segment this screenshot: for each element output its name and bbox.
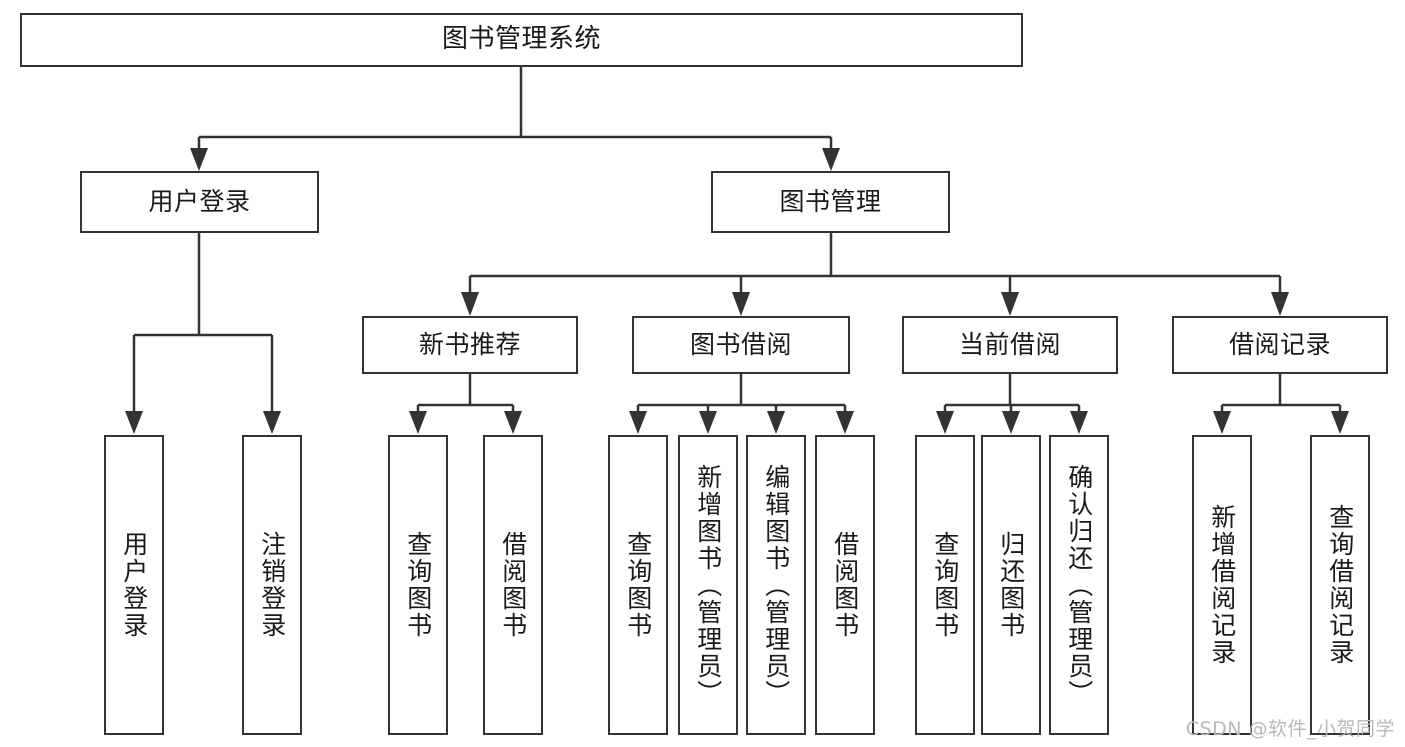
node-leaf-query-book-rec[interactable]: 查询图书 — [388, 435, 448, 735]
node-leaf-borrow-book-label: 借阅图书 — [830, 531, 860, 639]
node-leaf-confirm-return-admin-label: 确认归还（管理员） — [1064, 463, 1094, 707]
csdn-watermark: CSDN @软件_小贺同学 — [1185, 718, 1395, 740]
node-leaf-borrow-book[interactable]: 借阅图书 — [815, 435, 875, 735]
connector-bookmanage-to-level3 — [461, 233, 1289, 316]
node-book-borrow[interactable]: 图书借阅 — [632, 316, 850, 374]
node-leaf-add-borrow-record-label: 新增借阅记录 — [1207, 504, 1237, 666]
node-new-book-rec[interactable]: 新书推荐 — [362, 316, 578, 374]
connector-userlogin-to-leaves — [125, 233, 281, 434]
node-leaf-confirm-return-admin[interactable]: 确认归还（管理员） — [1049, 435, 1109, 735]
connector-root-to-level2 — [190, 67, 840, 171]
node-leaf-query-book-cur[interactable]: 查询图书 — [915, 435, 975, 735]
node-leaf-user-login-label: 用户登录 — [119, 531, 149, 639]
node-leaf-borrow-book-rec[interactable]: 借阅图书 — [483, 435, 543, 735]
node-leaf-edit-book-admin[interactable]: 编辑图书（管理员） — [746, 435, 806, 735]
node-leaf-return-book-label: 归还图书 — [996, 531, 1026, 639]
node-current-borrow[interactable]: 当前借阅 — [902, 316, 1118, 374]
node-leaf-query-book-rec-label: 查询图书 — [403, 531, 433, 639]
node-book-manage[interactable]: 图书管理 — [711, 171, 950, 233]
node-leaf-add-book-admin-label: 新增图书（管理员） — [693, 463, 723, 707]
node-new-book-rec-label: 新书推荐 — [418, 329, 521, 359]
node-book-manage-label: 图书管理 — [779, 186, 882, 216]
node-book-borrow-label: 图书借阅 — [689, 329, 792, 359]
node-leaf-query-book-borrow-label: 查询图书 — [623, 531, 653, 639]
node-leaf-query-borrow-record[interactable]: 查询借阅记录 — [1310, 435, 1370, 735]
node-user-login-label: 用户登录 — [148, 186, 251, 216]
node-root-label: 图书管理系统 — [441, 24, 601, 55]
node-leaf-logout[interactable]: 注销登录 — [242, 435, 302, 735]
node-current-borrow-label: 当前借阅 — [958, 329, 1061, 359]
node-leaf-query-book-borrow[interactable]: 查询图书 — [608, 435, 668, 735]
connector-bookborrow-to-leaves — [629, 374, 854, 434]
connector-currentborrow-to-leaves — [936, 374, 1088, 434]
node-leaf-edit-book-admin-label: 编辑图书（管理员） — [761, 463, 791, 707]
node-user-login[interactable]: 用户登录 — [80, 171, 319, 233]
node-leaf-logout-label: 注销登录 — [257, 531, 287, 639]
node-root[interactable]: 图书管理系统 — [20, 13, 1023, 67]
node-leaf-add-borrow-record[interactable]: 新增借阅记录 — [1192, 435, 1252, 735]
node-leaf-borrow-book-rec-label: 借阅图书 — [498, 531, 528, 639]
node-leaf-query-borrow-record-label: 查询借阅记录 — [1325, 504, 1355, 666]
node-leaf-return-book[interactable]: 归还图书 — [981, 435, 1041, 735]
node-borrow-record[interactable]: 借阅记录 — [1172, 316, 1388, 374]
node-leaf-user-login[interactable]: 用户登录 — [104, 435, 164, 735]
connector-borrowrecord-to-leaves — [1213, 374, 1349, 434]
connector-newbookrec-to-leaves — [409, 374, 522, 434]
node-borrow-record-label: 借阅记录 — [1228, 329, 1331, 359]
node-leaf-add-book-admin[interactable]: 新增图书（管理员） — [678, 435, 738, 735]
node-leaf-query-book-cur-label: 查询图书 — [930, 531, 960, 639]
